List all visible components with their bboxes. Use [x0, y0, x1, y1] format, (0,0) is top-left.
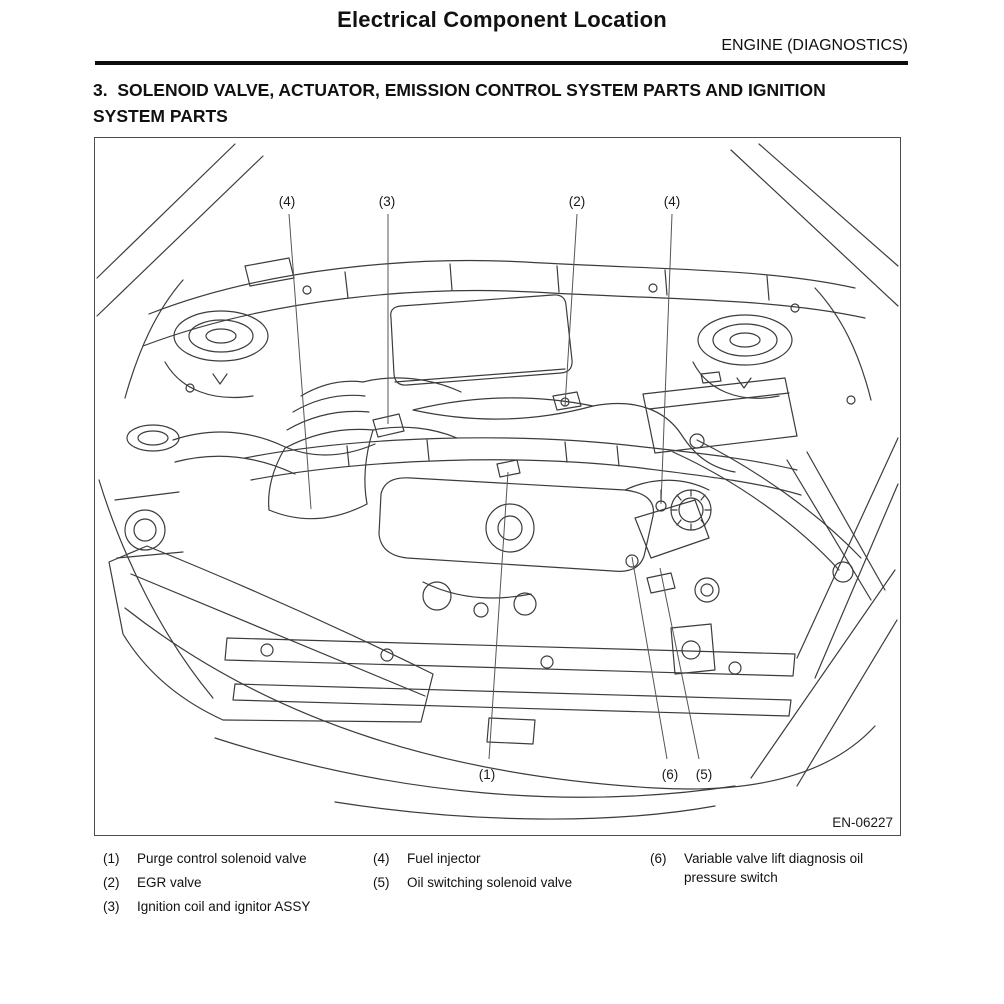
callout-label-4-right: (4) [664, 194, 681, 209]
legend-item-label: Oil switching solenoid valve [407, 875, 573, 890]
legend-item: (4) Fuel injector [373, 849, 572, 868]
callout-label-5: (5) [696, 767, 713, 782]
legend-column-1: (1) Purge control solenoid valve (2) EGR… [103, 849, 310, 921]
legend-item-number: (3) [103, 899, 120, 914]
callout-label-6: (6) [662, 767, 679, 782]
legend-item: (2) EGR valve [103, 873, 310, 892]
legend: (1) Purge control solenoid valve (2) EGR… [95, 849, 908, 939]
leader-line-4-left [288, 213, 312, 510]
legend-item: (6) Variable valve lift diagnosis oil pr… [650, 849, 912, 887]
legend-item-label: EGR valve [137, 875, 202, 890]
legend-item-number: (6) [650, 851, 667, 866]
leader-line-2 [564, 213, 578, 407]
page-title: Electrical Component Location [337, 7, 667, 32]
leader-line-5 [659, 567, 700, 760]
legend-item-number: (5) [373, 875, 390, 890]
doc-section-label: ENGINE (DIAGNOSTICS) [721, 37, 908, 54]
leader-line-4-right [660, 213, 673, 505]
engine-bay-line-art: (4) (3) (2) (4) (1) (6) (5) [96, 143, 899, 820]
legend-item-label: Variable valve lift diagnosis oil pressu… [684, 851, 864, 885]
engine-diagram-figure: (4) (3) (2) (4) (1) (6) (5) EN-06227 [94, 137, 901, 836]
legend-column-3: (6) Variable valve lift diagnosis oil pr… [650, 849, 912, 892]
legend-item-label: Fuel injector [407, 851, 481, 866]
figure-code: EN-06227 [832, 815, 893, 830]
callout-label-1: (1) [479, 767, 496, 782]
leader-line-6 [631, 556, 668, 760]
callout-label-3: (3) [379, 194, 396, 209]
legend-item-label: Ignition coil and ignitor ASSY [137, 899, 311, 914]
header-divider [95, 61, 908, 65]
legend-item: (5) Oil switching solenoid valve [373, 873, 572, 892]
legend-item-number: (2) [103, 875, 120, 890]
legend-column-2: (4) Fuel injector (5) Oil switching sole… [373, 849, 572, 897]
callout-label-4-left: (4) [279, 194, 296, 209]
legend-item: (3) Ignition coil and ignitor ASSY [103, 897, 310, 916]
engine-bay-drawing [96, 143, 899, 820]
section-heading: 3. SOLENOID VALVE, ACTUATOR, EMISSION CO… [93, 80, 826, 126]
legend-item: (1) Purge control solenoid valve [103, 849, 310, 868]
callout-label-2: (2) [569, 194, 586, 209]
legend-item-number: (1) [103, 851, 120, 866]
callout-layer: (4) (3) (2) (4) (1) (6) (5) [279, 194, 713, 782]
legend-item-number: (4) [373, 851, 390, 866]
leader-line-1 [488, 471, 509, 760]
legend-item-label: Purge control solenoid valve [137, 851, 307, 866]
